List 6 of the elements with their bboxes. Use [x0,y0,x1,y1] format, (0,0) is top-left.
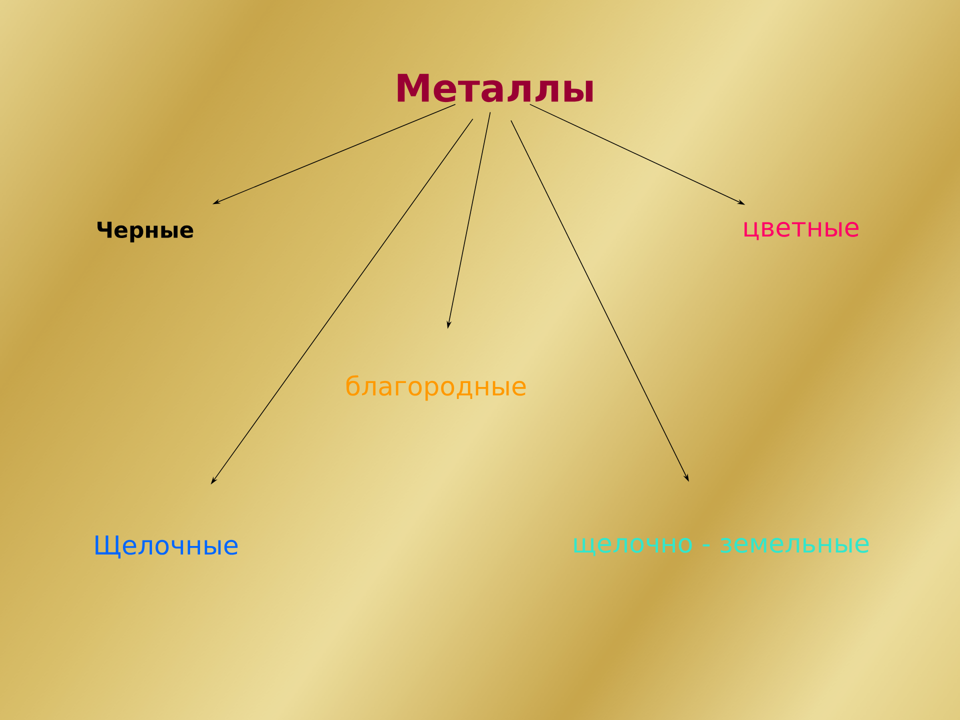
category-label: Щелочные [96,535,238,559]
category-label: благородные [346,375,526,401]
category-label: щелочно - земельные [574,538,869,556]
category-label: цветные [744,222,858,240]
root-label: Металлы [398,74,593,102]
category-label: Черные [98,222,194,242]
